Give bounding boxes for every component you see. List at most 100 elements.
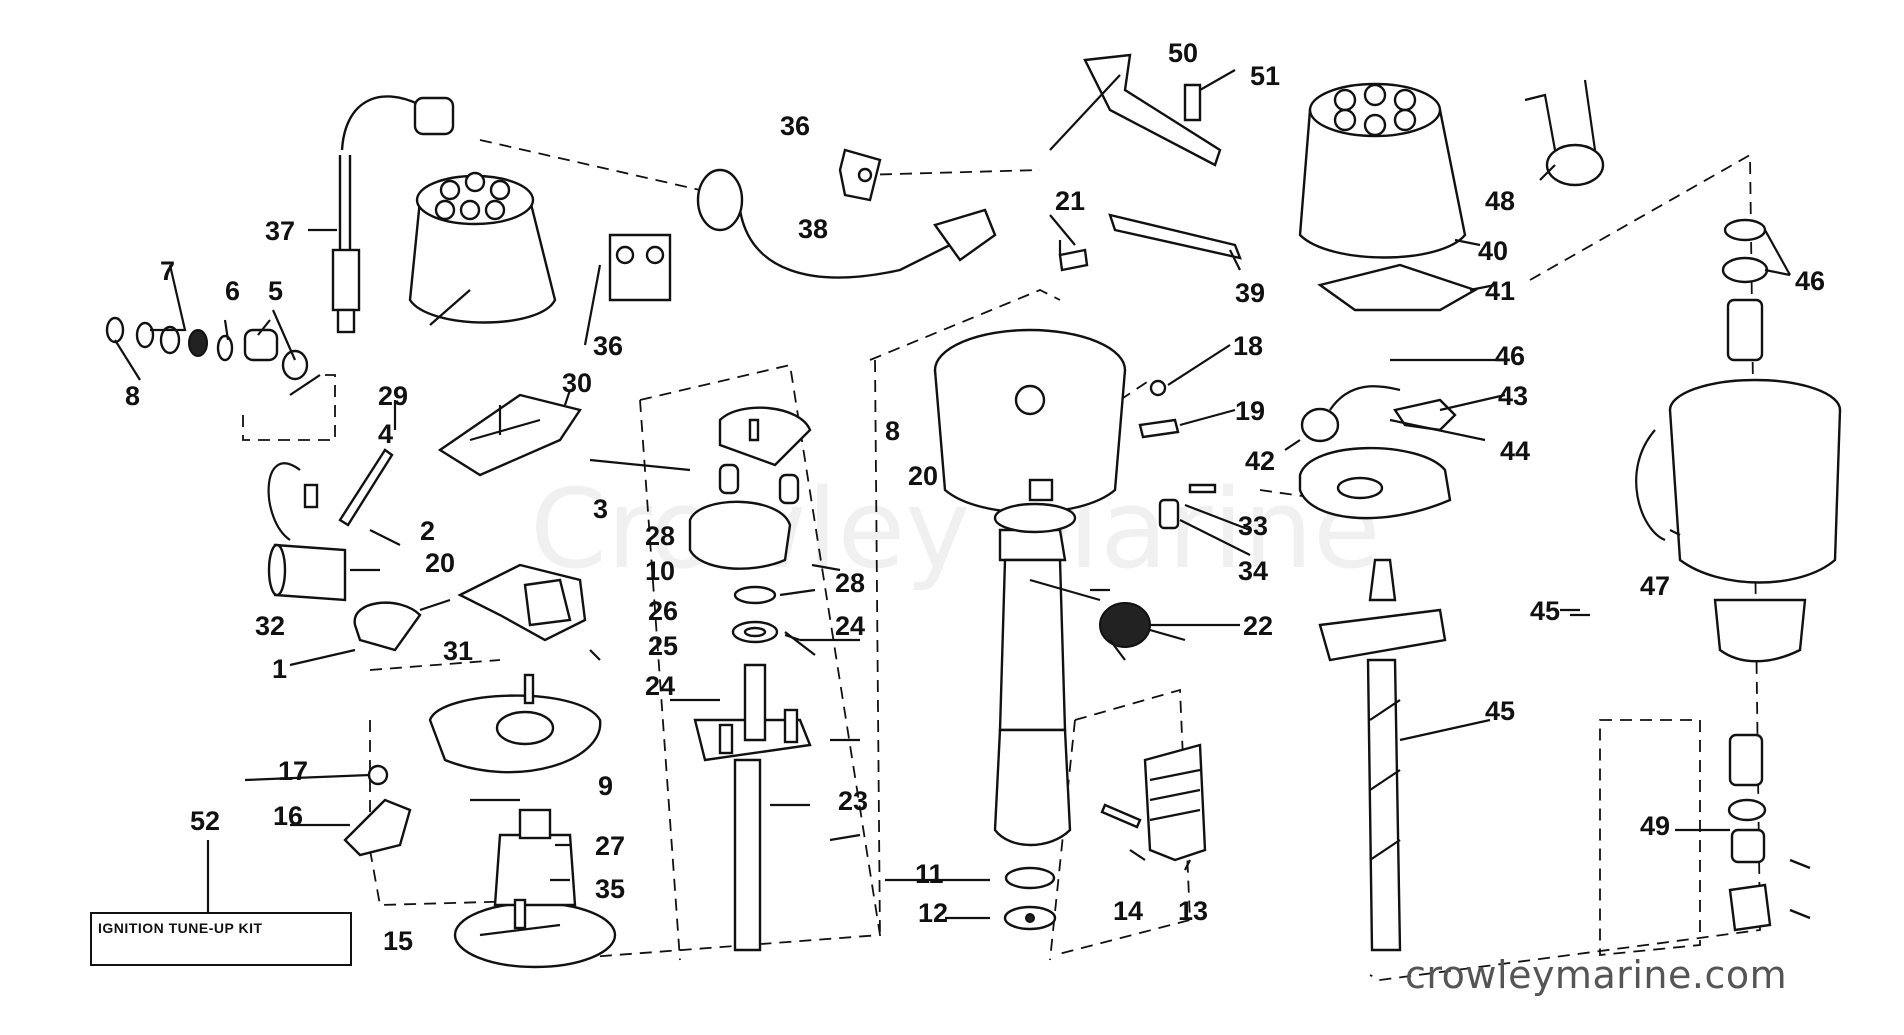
callout-48: 48 [1485, 186, 1515, 216]
part-42-breaker-plate [1298, 446, 1452, 520]
part-22-plug [1099, 602, 1151, 648]
callout-27: 27 [595, 831, 625, 861]
part-13-gear [1143, 743, 1207, 862]
callout-14: 14 [1113, 896, 1143, 926]
callout-22: 22 [1243, 611, 1273, 641]
part-10-advance-assembly [688, 406, 812, 570]
part-43-points [1393, 398, 1457, 432]
callout-42: 42 [1245, 446, 1275, 476]
parts-33-34-screw [1158, 483, 1217, 530]
callout-36a: 36 [780, 111, 810, 141]
part-49-kit [1727, 733, 1811, 932]
callout-12: 12 [918, 898, 948, 928]
callout-36b: 36 [593, 331, 623, 361]
callout-10: 10 [645, 556, 675, 586]
callout-31: 31 [443, 636, 473, 666]
part-47-clip [1635, 429, 1666, 542]
callout-11: 11 [915, 859, 944, 889]
parts-11-12-washers [1003, 866, 1057, 931]
leader-lines [114, 69, 1791, 937]
part-46-bushings [1721, 218, 1769, 362]
callout-7: 7 [160, 256, 175, 286]
part-36-clip [608, 148, 882, 302]
callout-45a: 45 [1485, 696, 1515, 726]
callout-50: 50 [1168, 38, 1198, 68]
site-watermark-text: crowleymarine.com [1405, 953, 1788, 997]
part-51-screw [1183, 83, 1202, 122]
part-1-bracket [353, 601, 422, 652]
callout-28b: 28 [835, 568, 865, 598]
callout-45b: 45 [1530, 596, 1560, 626]
callout-30: 30 [562, 368, 592, 398]
callout-32: 32 [255, 611, 285, 641]
callout-23: 23 [838, 786, 868, 816]
callout-21: 21 [1055, 186, 1085, 216]
ignition-tune-up-kit-box: IGNITION TUNE-UP KIT [90, 912, 352, 966]
callout-24a: 24 [835, 611, 865, 641]
parts-5-8-washers [105, 316, 309, 381]
callout-28a: 28 [645, 521, 675, 551]
callout-46a: 46 [1495, 341, 1525, 371]
callout-44: 44 [1500, 436, 1530, 466]
part-40-distributor-cap [1298, 82, 1467, 259]
callout-41: 41 [1485, 276, 1515, 306]
part-39-cap-clip [1108, 213, 1242, 260]
parts-18-19-clip [1138, 379, 1180, 439]
callout-40: 40 [1478, 236, 1508, 266]
parts-25-26-washers [731, 585, 779, 644]
callout-labels: 1 2 3 4 5 6 7 8 8 9 10 11 12 13 14 15 16… [125, 38, 1825, 956]
callout-34: 34 [1238, 556, 1268, 586]
callout-25: 25 [648, 631, 678, 661]
callout-24b: 24 [645, 671, 675, 701]
part-44-condenser [1300, 385, 1401, 443]
part-37-coil-wire [331, 95, 455, 334]
callout-4: 4 [378, 419, 393, 449]
part-29-distributor-cap [408, 171, 557, 324]
distributor-housing [933, 328, 1127, 847]
callout-49: 49 [1640, 811, 1670, 841]
callout-29: 29 [378, 381, 408, 411]
callout-20b: 20 [908, 461, 938, 491]
callout-38: 38 [798, 214, 828, 244]
part-23-main-shaft [693, 663, 812, 952]
part-21-screw [1058, 248, 1089, 272]
callout-5: 5 [268, 276, 283, 306]
part-9-breaker-plate [428, 673, 602, 774]
callout-17: 17 [278, 756, 308, 786]
callout-18: 18 [1233, 331, 1263, 361]
callout-15: 15 [383, 926, 413, 956]
callout-46b: 46 [1795, 266, 1825, 296]
part-16-clip [343, 764, 412, 857]
part-30-rotor [437, 393, 582, 477]
callout-51: 51 [1250, 61, 1280, 91]
callout-47: 47 [1640, 571, 1670, 601]
kit-label: IGNITION TUNE-UP KIT [98, 920, 263, 936]
part-45-shaft [1318, 558, 1447, 952]
callout-13: 13 [1178, 896, 1208, 926]
callout-39: 39 [1235, 278, 1265, 308]
callout-2: 2 [420, 516, 435, 546]
part-4-screw [338, 448, 394, 527]
part-14-pin [1100, 803, 1142, 829]
part-50-bracket [1083, 53, 1222, 167]
callout-1: 1 [272, 654, 287, 684]
callout-8a: 8 [125, 381, 140, 411]
callout-9: 9 [598, 771, 613, 801]
callout-3: 3 [593, 494, 608, 524]
callout-52: 52 [190, 806, 220, 836]
part-15-base [453, 808, 617, 969]
part-38-spark-plug-wire [696, 168, 997, 279]
part-31-points [457, 563, 587, 642]
callout-33: 33 [1238, 511, 1268, 541]
callout-26: 26 [648, 596, 678, 626]
callout-19: 19 [1235, 396, 1265, 426]
callout-6: 6 [225, 276, 240, 306]
callout-20a: 20 [425, 548, 455, 578]
callout-37: 37 [265, 216, 295, 246]
callout-35: 35 [595, 874, 625, 904]
callout-43: 43 [1498, 381, 1528, 411]
part-48-capacitor-clip [1524, 79, 1605, 187]
part-32-condenser [267, 462, 347, 602]
